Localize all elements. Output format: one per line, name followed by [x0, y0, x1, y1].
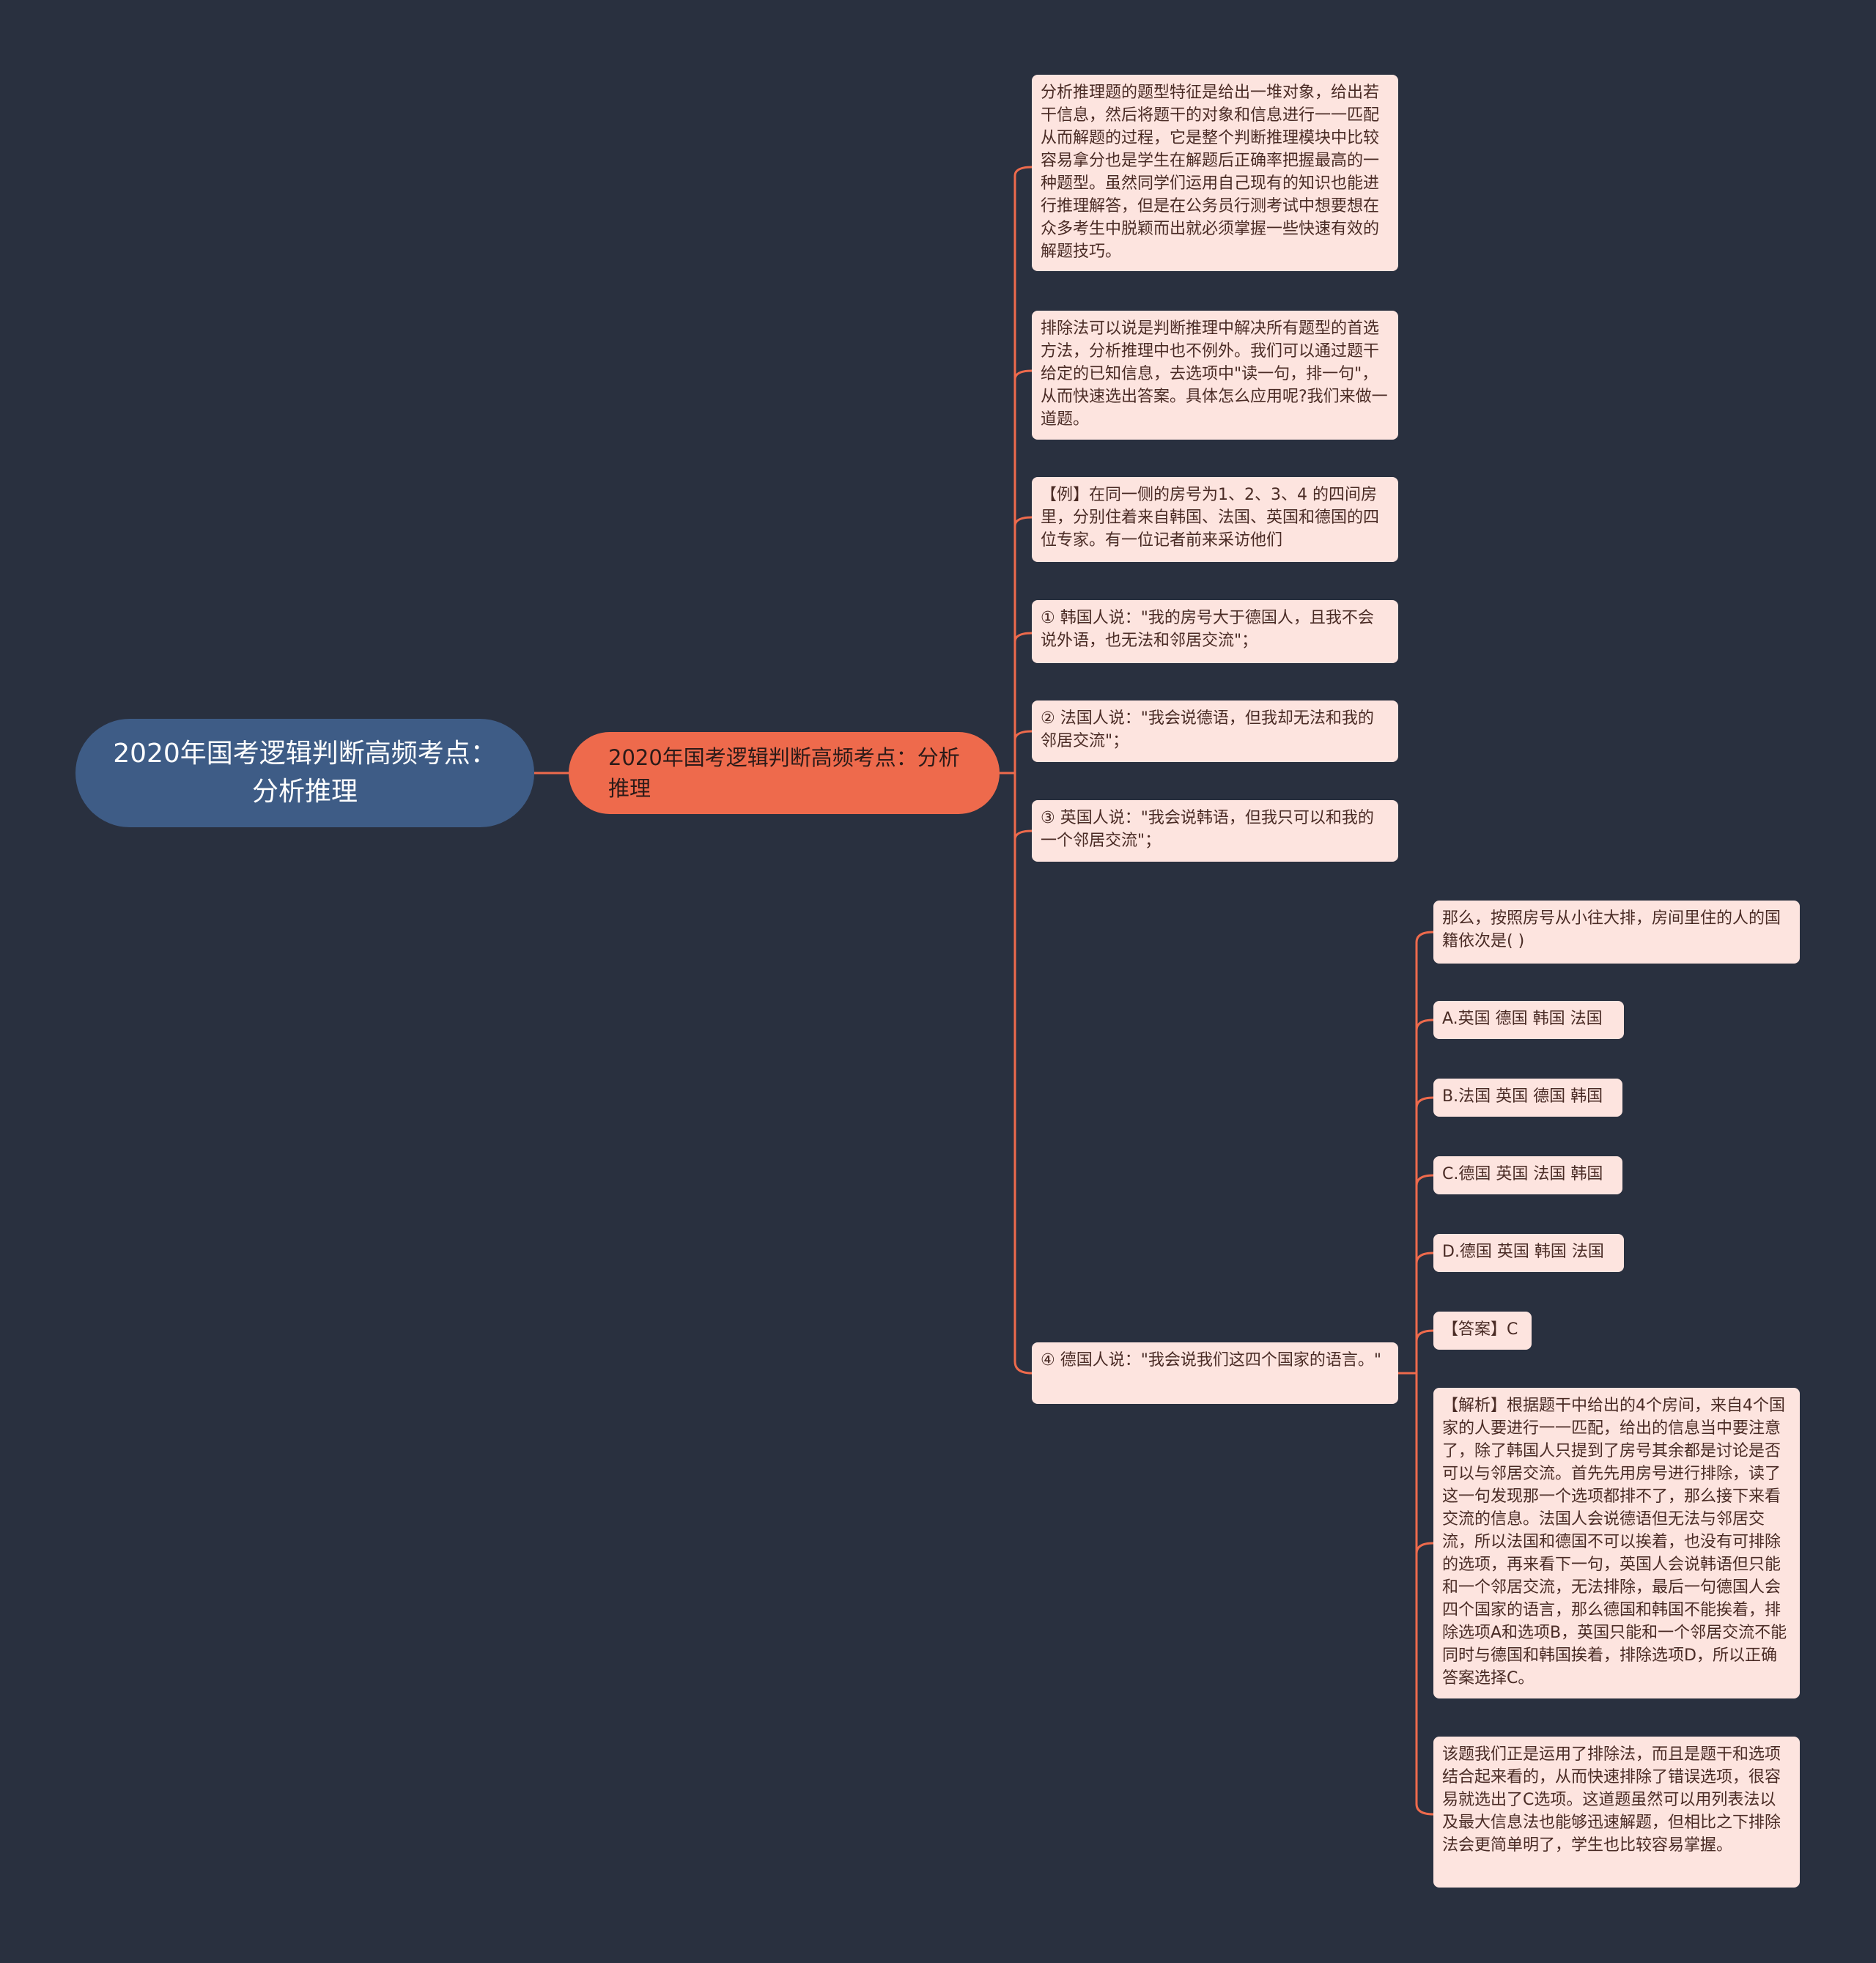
connector-leaf-1 [1013, 166, 1033, 177]
root-topic[interactable]: 2020年国考逻辑判断高频考点：分析推理 [75, 719, 534, 827]
leaf-method[interactable]: 排除法可以说是判断推理中解决所有题型的首选方法，分析推理中也不例外。我们可以通过… [1032, 311, 1398, 440]
connector-subleaf-7 [1415, 1542, 1434, 1554]
subleaf-summary[interactable]: 该题我们正是运用了排除法，而且是题干和选项结合起来看的，从而快速排除了错误选项，… [1433, 1737, 1800, 1888]
connector-subleaf-3 [1415, 1096, 1434, 1109]
leaf-statement-germany[interactable]: ④ 德国人说："我会说我们这四个国家的语言。" [1032, 1342, 1398, 1404]
leaf-example[interactable]: 【例】在同一侧的房号为1、2、3、4 的四间房里，分别住着来自韩国、法国、英国和… [1032, 477, 1398, 562]
subleaf-option-d[interactable]: D.德国 英国 韩国 法国 [1433, 1234, 1624, 1272]
subleaf-analysis[interactable]: 【解析】根据题干中给出的4个房间，来自4个国家的人要进行一一匹配，给出的信息当中… [1433, 1388, 1800, 1698]
subleaf-option-a[interactable]: A.英国 德国 韩国 法国 [1433, 1001, 1624, 1039]
connector-subleaf-6 [1415, 1329, 1434, 1342]
branch-topic[interactable]: 2020年国考逻辑判断高频考点：分析推理 [569, 732, 1000, 814]
connector-leaf-5 [1013, 730, 1033, 741]
connector-subleaf-2 [1415, 1019, 1434, 1031]
connector-subleaf-8 [1415, 1803, 1434, 1816]
connector-leaf-4 [1013, 632, 1033, 643]
connector-leaf-6 [1013, 829, 1033, 840]
leaf-statement-uk[interactable]: ③ 英国人说："我会说韩语，但我只可以和我的一个邻居交流"； [1032, 800, 1398, 862]
branch-topic-label: 2020年国考逻辑判断高频考点：分析推理 [608, 745, 960, 801]
subleaf-option-b[interactable]: B.法国 英国 德国 韩国 [1433, 1079, 1622, 1117]
subleaf-answer[interactable]: 【答案】C [1433, 1312, 1532, 1350]
connector-subleaf-4 [1415, 1174, 1434, 1186]
connector-leaf-7 [1013, 1361, 1033, 1375]
leaf-statement-korea[interactable]: ① 韩国人说："我的房号大于德国人，且我不会说外语，也无法和邻居交流"； [1032, 600, 1398, 663]
root-topic-label: 2020年国考逻辑判断高频考点：分析推理 [113, 739, 497, 807]
subleaf-option-c[interactable]: C.德国 英国 法国 韩国 [1433, 1156, 1622, 1194]
connector-subleaf-5 [1415, 1252, 1434, 1264]
connector-subleaf-1 [1415, 931, 1434, 943]
leaf-statement-france[interactable]: ② 法国人说："我会说德语，但我却无法和我的邻居交流"； [1032, 700, 1398, 762]
connector-leaf-2 [1013, 369, 1033, 380]
connector-leaf-3 [1013, 516, 1033, 527]
leaf-intro[interactable]: 分析推理题的题型特征是给出一堆对象，给出若干信息，然后将题干的对象和信息进行一一… [1032, 75, 1398, 271]
subleaf-question[interactable]: 那么，按照房号从小往大排，房间里住的人的国籍依次是( ) [1433, 901, 1800, 964]
